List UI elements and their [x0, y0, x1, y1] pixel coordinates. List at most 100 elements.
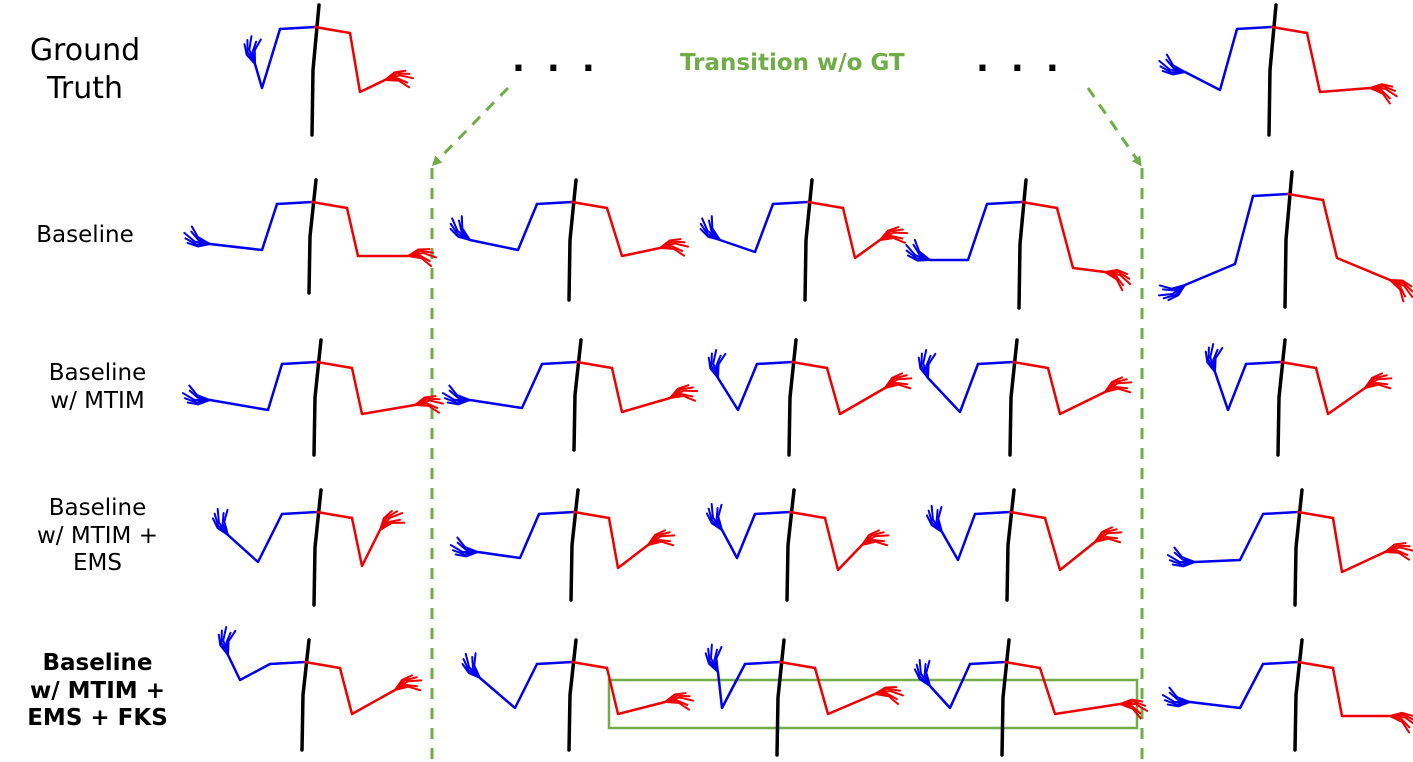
right-hand — [1389, 715, 1411, 734]
left-shoulder — [968, 660, 1007, 666]
left-ellipsis: ... — [512, 40, 617, 80]
left-arm — [928, 662, 972, 710]
left-shoulder — [976, 360, 1015, 366]
spine — [1005, 488, 1016, 602]
left-arm — [1183, 194, 1255, 287]
right-arm — [350, 516, 382, 568]
left-hand — [717, 352, 727, 379]
left-shoulder — [1235, 25, 1274, 31]
left-shoulder — [985, 200, 1024, 206]
right-shoulder — [315, 360, 354, 370]
right-hand — [394, 685, 422, 692]
left-arm — [940, 512, 977, 562]
label-line: Baseline — [42, 650, 153, 676]
label-line: Baseline — [48, 495, 147, 521]
right-hand — [1104, 387, 1132, 394]
left-shoulder — [973, 510, 1012, 516]
right-hand — [884, 383, 912, 390]
left-shoulder — [755, 360, 794, 366]
transition-right-arrow — [1086, 87, 1142, 167]
right-arm — [841, 206, 882, 260]
left-arm — [476, 512, 541, 560]
left-shoulder — [753, 510, 792, 516]
left-shoulder — [1261, 660, 1300, 666]
label-line: w/ MTIM + — [30, 677, 165, 704]
right-ellipsis: ... — [976, 40, 1081, 80]
left-shoulder — [280, 510, 319, 516]
right-shoulder — [1020, 200, 1059, 210]
right-arm — [338, 666, 397, 716]
left-hand — [1173, 546, 1196, 563]
left-hand — [925, 659, 931, 687]
spine — [1283, 170, 1294, 309]
right-arm — [345, 206, 410, 258]
label-line: EMS + FKS — [27, 705, 168, 732]
spine — [307, 178, 318, 295]
spine — [1017, 178, 1028, 310]
left-hand — [473, 652, 481, 679]
left-hand — [937, 505, 943, 533]
left-arm — [716, 662, 747, 710]
transition-label: Transition w/o GT — [680, 50, 905, 76]
left-arm — [1213, 362, 1248, 412]
left-arm — [1188, 662, 1265, 710]
right-shoulder — [1003, 660, 1042, 670]
right-hand — [669, 395, 697, 402]
spine — [312, 338, 323, 457]
spine — [1293, 638, 1304, 752]
right-hand — [874, 693, 900, 706]
spine — [300, 638, 311, 752]
left-shoulder — [535, 660, 574, 666]
right-hand — [407, 255, 433, 268]
left-arm — [478, 662, 539, 710]
left-arm — [1193, 512, 1265, 564]
spine — [310, 3, 321, 137]
left-hand — [456, 536, 479, 553]
right-arm — [1305, 31, 1372, 94]
right-shoulder — [788, 510, 827, 520]
right-arm — [607, 516, 650, 570]
spine — [803, 178, 814, 302]
right-arm — [1046, 366, 1107, 416]
spine — [1267, 3, 1278, 137]
spine — [567, 178, 578, 302]
left-hand — [927, 352, 937, 379]
right-arm — [1038, 666, 1122, 716]
right-hand — [414, 404, 440, 414]
right-hand — [379, 521, 406, 531]
left-hand — [460, 215, 471, 241]
right-arm — [813, 666, 877, 716]
right-arm — [1314, 366, 1367, 416]
left-arm — [253, 27, 282, 90]
spine — [1293, 488, 1304, 607]
skeleton-group — [181, 3, 1413, 757]
right-shoulder — [1008, 510, 1047, 520]
right-hand — [1104, 271, 1124, 292]
right-shoulder — [570, 660, 609, 670]
spine — [787, 338, 798, 457]
label-line: Truth — [46, 70, 124, 106]
left-hand — [253, 38, 262, 65]
transition-left-arrow — [431, 86, 510, 167]
right-shoulder — [575, 360, 614, 370]
right-shoulder — [1279, 360, 1318, 370]
right-arm — [1321, 198, 1392, 282]
right-hand — [1119, 703, 1142, 720]
left-shoulder — [268, 660, 307, 666]
right-shoulder — [1270, 25, 1309, 35]
right-shoulder — [315, 510, 354, 520]
spine — [785, 488, 796, 602]
left-arm — [1183, 27, 1239, 92]
right-hand — [664, 701, 690, 711]
right-arm — [1331, 666, 1392, 718]
right-hand — [647, 540, 675, 547]
right-arm — [605, 666, 667, 716]
right-arm — [605, 206, 662, 258]
label-line: EMS — [73, 550, 122, 577]
right-shoulder — [313, 25, 352, 35]
spine — [569, 488, 580, 602]
left-shoulder — [275, 200, 314, 206]
right-arm — [1331, 516, 1387, 574]
spine — [775, 638, 786, 757]
